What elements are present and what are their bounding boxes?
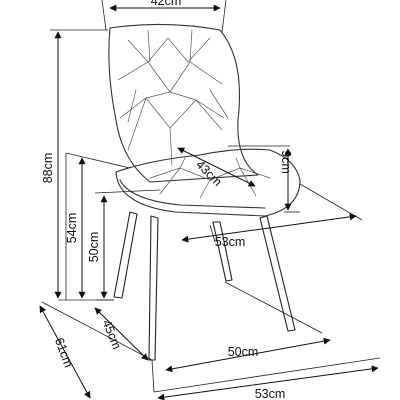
rear-right-leg bbox=[259, 215, 296, 332]
front-left-leg bbox=[113, 211, 138, 299]
dimension-lines bbox=[39, 4, 379, 400]
label-total-depth: 61cm bbox=[52, 336, 76, 370]
label-seat-height: 50cm bbox=[87, 232, 101, 263]
label-backrest-width: 42cm bbox=[151, 0, 182, 8]
rear-left-leg bbox=[148, 215, 159, 361]
seat-front-edge bbox=[119, 179, 266, 209]
label-seat-height-front: 54cm bbox=[65, 213, 79, 244]
backrest bbox=[108, 23, 259, 183]
extension-lines bbox=[41, 0, 381, 393]
chair-illustration bbox=[108, 23, 301, 361]
dimline-total-depth bbox=[39, 305, 91, 399]
backrest-tufting bbox=[117, 29, 229, 166]
dimline-seat-depth bbox=[177, 147, 256, 187]
dimline-base-depth bbox=[94, 307, 149, 361]
label-total-width: 53cm bbox=[255, 387, 286, 400]
dimline-seat-width bbox=[181, 213, 357, 243]
label-base-width: 50cm bbox=[228, 345, 259, 359]
dimline-total-width bbox=[157, 365, 379, 400]
label-seat-depth: 43cm bbox=[193, 157, 225, 189]
dimline-base-width bbox=[165, 337, 331, 373]
label-armrest-height: 9cm bbox=[279, 150, 293, 174]
front-right-leg bbox=[212, 221, 233, 282]
dimension-labels: 42cm 88cm 54cm 50cm 43cm 9cm 53cm 45cm 5… bbox=[41, 0, 293, 400]
label-seat-width: 53cm bbox=[215, 235, 246, 249]
label-total-height: 88cm bbox=[41, 153, 55, 184]
